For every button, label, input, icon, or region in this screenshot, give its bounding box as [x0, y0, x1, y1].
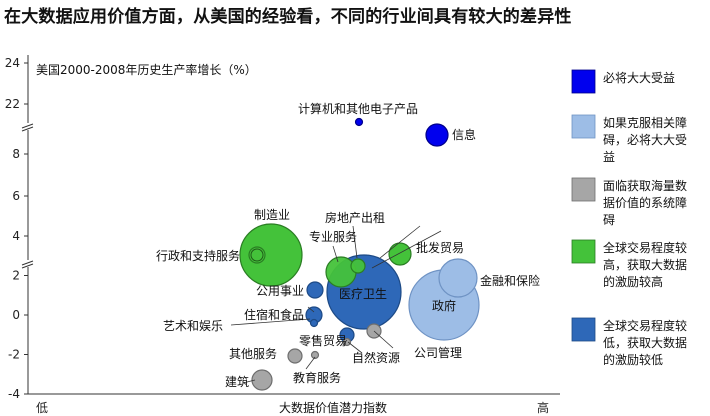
leader-line: [242, 379, 256, 384]
legend-label-line: 面临获取海量数: [603, 178, 687, 193]
leader-line: [342, 339, 348, 346]
axis-break-marker: [21, 260, 34, 269]
point-label-公用事业: 公用事业: [256, 284, 304, 298]
page-title: 在大数据应用价值方面，从美国的经验看，不同的行业间具有较大的差异性: [4, 7, 572, 27]
legend-label-line: 低，获取大数据: [603, 335, 687, 350]
y-tick-label: 2: [12, 269, 20, 283]
point-label-教育服务: 教育服务: [293, 370, 341, 385]
legend-label-line: 高，获取大数据: [603, 257, 687, 272]
point-计算机和其他电子产品: [354, 117, 364, 127]
axes-layer: 24 22 8 6 4 2 0 -2 -4 美国2000-2008年历史生产率增长（%） 大数据价值…: [5, 55, 560, 415]
point-艺术和娱乐: [309, 318, 319, 328]
point-label-房地产出租: 房地产出租: [325, 210, 385, 225]
legend-label-line: 的激励较高: [603, 274, 663, 289]
legend-label-line: 的激励较低: [603, 352, 663, 367]
legend-label-line: 据价值的系统障: [603, 195, 687, 210]
point-金融和保险: [438, 258, 478, 298]
point-label-批发贸易: 批发贸易: [416, 240, 464, 255]
axis-break-marker: [21, 123, 34, 132]
point-房地产出租: [350, 258, 366, 274]
legend-label-line: 碍，必将大大受: [603, 133, 687, 147]
y-tick-label: 6: [12, 189, 20, 203]
leader-line: [230, 318, 311, 326]
legend-label-line: 必将大大受益: [603, 71, 675, 85]
legend-label-line: 如果克服相关障: [603, 115, 687, 130]
leader-line: [307, 306, 315, 313]
point-label-政府: 政府: [432, 298, 456, 313]
legend-label-line: 碍: [603, 213, 615, 227]
point-公用事业: [306, 281, 324, 299]
point-批发贸易: [388, 242, 412, 266]
point-label-信息: 信息: [452, 127, 476, 142]
x-tick-label-high: 高: [537, 400, 549, 415]
point-其他服务: [287, 348, 303, 364]
leader-line: [379, 225, 421, 259]
point-label-行政和支持服务: 行政和支持服务: [156, 248, 240, 263]
y-tick-label: 0: [12, 308, 20, 322]
legend-label-line: 益: [603, 150, 615, 164]
point-专业服务: [325, 256, 357, 288]
leader-line: [347, 341, 363, 354]
y-tick-label: 22: [5, 97, 20, 111]
point-label-专业服务: 专业服务: [309, 229, 357, 244]
x-axis-title: 大数据价值潜力指数: [279, 400, 387, 415]
point-label-其他服务: 其他服务: [229, 346, 277, 361]
point-label-住宿和食品: 住宿和食品: [244, 307, 304, 322]
point-label-艺术和娱乐: 艺术和娱乐: [163, 319, 223, 333]
leader-line: [371, 230, 442, 269]
point-制造业: [239, 223, 303, 287]
y-tick-label: -2: [8, 348, 20, 362]
legend-swatch: [571, 177, 596, 202]
point-label-自然资源: 自然资源: [352, 350, 400, 365]
y-tick-label: 8: [12, 147, 20, 161]
leader-line: [352, 225, 358, 259]
legend-swatch: [571, 317, 596, 342]
point-outline-admin: [250, 248, 264, 262]
point-自然资源: [342, 337, 352, 347]
point-label-制造业: 制造业: [254, 208, 290, 222]
y-tick-label: 24: [5, 56, 20, 70]
point-label-医疗卫生: 医疗卫生: [339, 287, 387, 301]
point-建筑: [251, 369, 273, 391]
legend-swatch: [571, 69, 596, 94]
legend-label-line: 全球交易程度较: [603, 240, 687, 255]
y-tick-label: 4: [12, 229, 20, 243]
legend-swatch: [571, 114, 596, 139]
points-layer: [239, 117, 480, 391]
leader-line: [305, 356, 316, 370]
legend-layer: 必将大大受益如果克服相关障碍，必将大大受益面临获取海量数据价值的系统障碍全球交易…: [571, 69, 687, 367]
point-label-建筑: 建筑: [225, 374, 249, 389]
point-label-金融和保险: 金融和保险: [480, 273, 540, 288]
point-教育服务: [310, 350, 320, 360]
point-label-计算机和其他电子产品: 计算机和其他电子产品: [298, 101, 418, 116]
point-label-公司管理: 公司管理: [414, 345, 462, 360]
leader-line: [332, 245, 339, 263]
point-label-零售贸易: 零售贸易: [299, 333, 347, 348]
x-tick-label-low: 低: [36, 401, 48, 415]
leader-line: [373, 330, 394, 349]
y-tick-label: -4: [8, 387, 20, 401]
y-axis-title: 美国2000-2008年历史生产率增长（%）: [36, 62, 257, 77]
legend-label-line: 全球交易程度较: [603, 318, 687, 333]
leader-lines-layer: [230, 225, 442, 384]
point-信息: [425, 123, 449, 147]
legend-swatch: [571, 239, 596, 264]
